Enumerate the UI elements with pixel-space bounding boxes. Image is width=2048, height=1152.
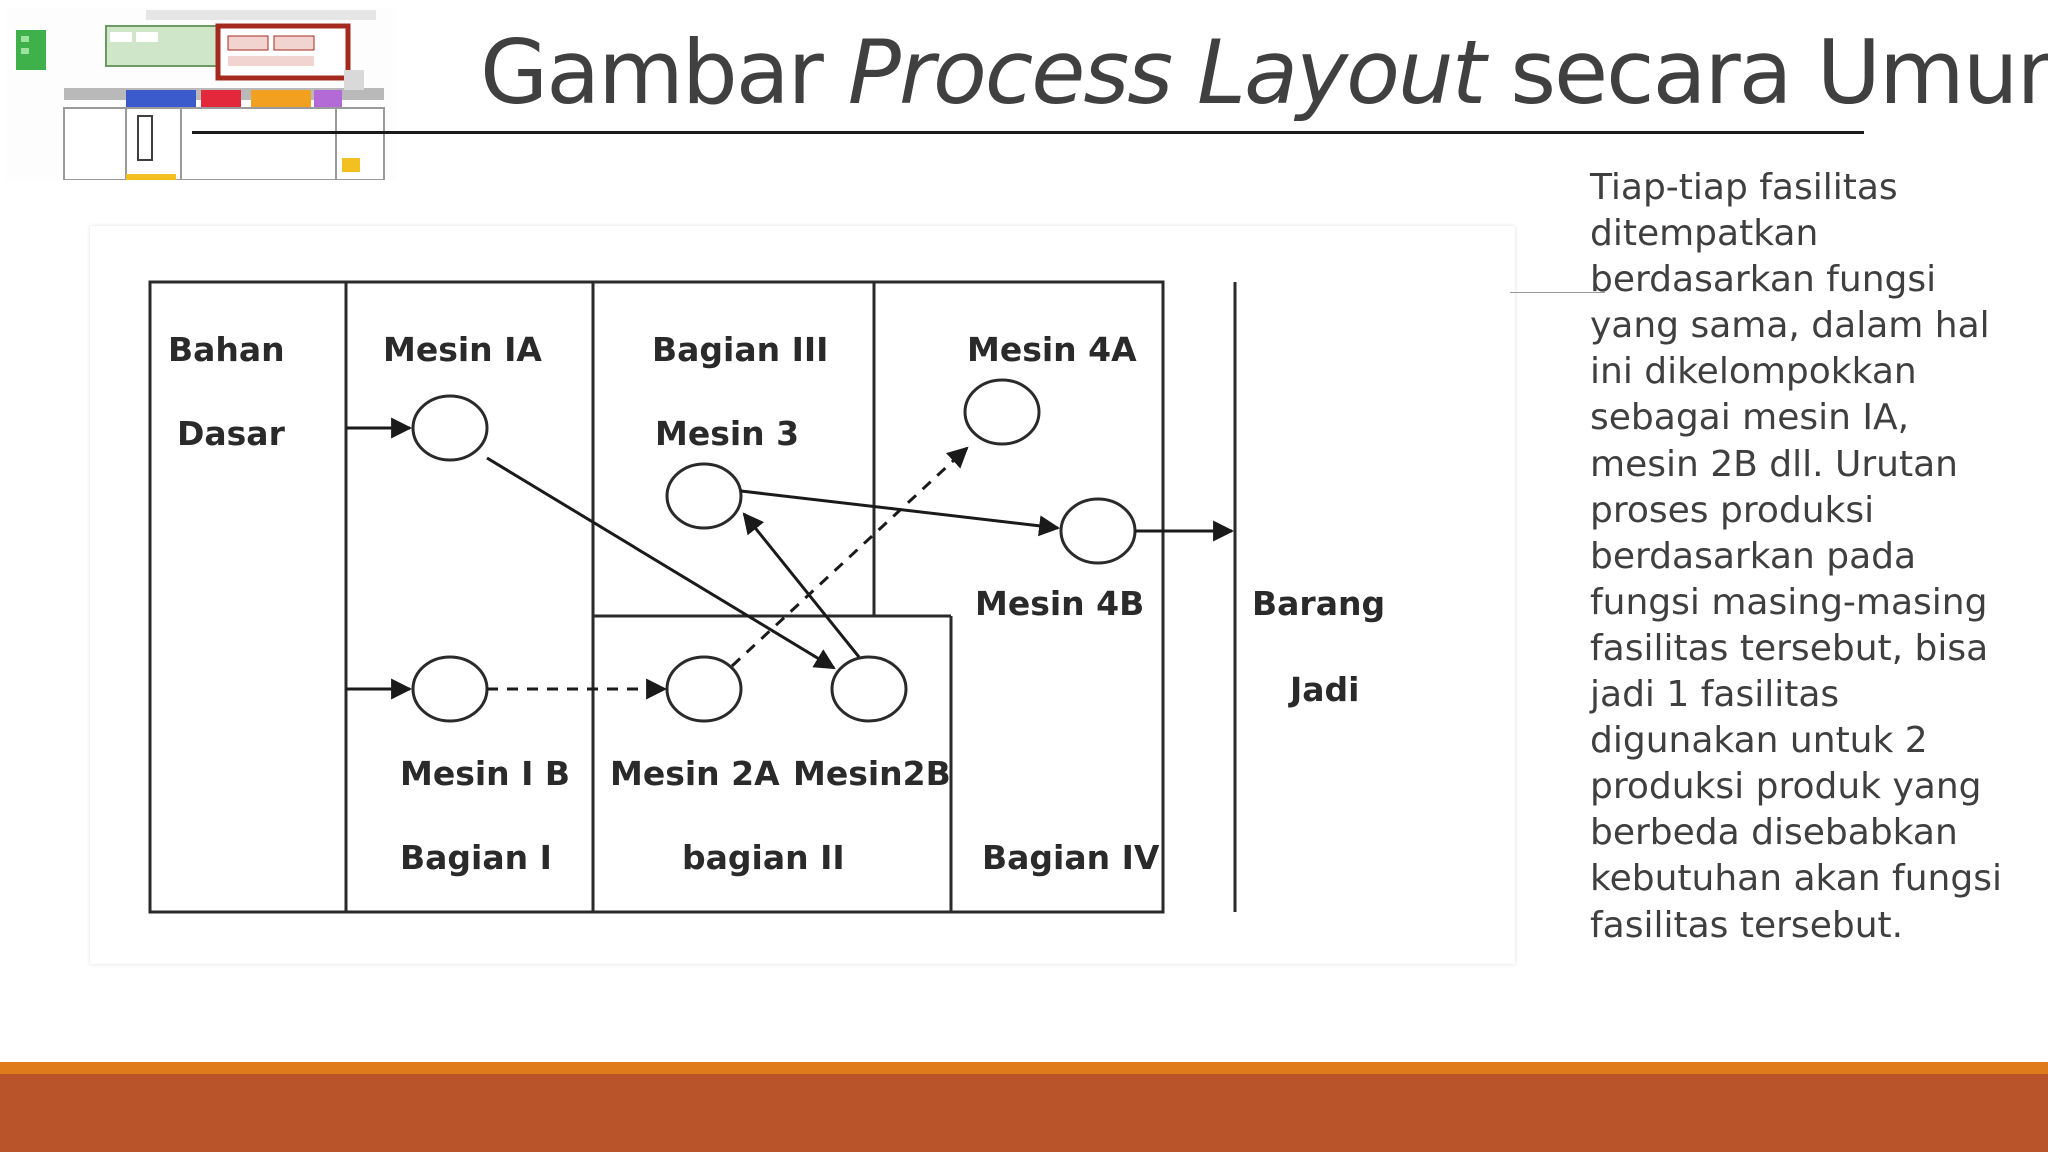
title-text-part2: secara Umum — [1484, 21, 2048, 124]
machine-ib — [411, 655, 489, 723]
title-text-italic: Process Layout — [847, 21, 1486, 124]
label-mesin-4a: Mesin 4A — [967, 330, 1137, 369]
machine-4b — [1059, 497, 1137, 565]
label-mesin-2b: Mesin2B — [793, 754, 951, 793]
callout-line — [1510, 292, 1605, 293]
machine-2b — [830, 655, 908, 723]
footer-bar — [0, 1074, 2048, 1152]
label-mesin-3: Mesin 3 — [655, 414, 799, 453]
label-barang: Barang — [1252, 584, 1385, 623]
label-bagian-iii: Bagian III — [652, 330, 828, 369]
description-text: Tiap-tiap fasilitas ditempatkan berdasar… — [1590, 167, 2002, 946]
footer-accent-bar — [0, 1062, 2048, 1074]
label-bahan: Bahan — [168, 330, 285, 369]
machine-2a — [665, 655, 743, 723]
title-underline — [192, 131, 1864, 134]
arrow-mesin-3-to-mesin-4b — [740, 489, 1061, 537]
label-bagian-ii: bagian II — [682, 838, 845, 877]
diagram-outer-frame — [148, 280, 1165, 914]
title-text-part1: Gambar — [480, 21, 848, 124]
process-layout-diagram: Bahan Dasar Mesin IA Bagian III Mesin 3 … — [90, 226, 1515, 964]
arrow-mesin-2b-to-mesin-3 — [742, 512, 861, 658]
label-mesin-2a: Mesin 2A — [610, 754, 780, 793]
label-mesin-4b: Mesin 4B — [975, 584, 1144, 623]
label-dasar: Dasar — [177, 414, 286, 453]
floor-plan-thumbnail — [6, 8, 396, 180]
label-jadi: Jadi — [1288, 670, 1359, 709]
machine-ia — [411, 394, 489, 462]
label-mesin-ib: Mesin I B — [400, 754, 570, 793]
arrow-mesin-ia-to-mesin-2b — [486, 456, 836, 670]
slide-title: Gambar Process Layout secara Umum — [480, 18, 2048, 128]
machine-4a — [963, 378, 1041, 446]
arrow-mesin-2a-to-mesin-4a — [730, 446, 969, 668]
label-bagian-i: Bagian I — [400, 838, 552, 877]
machine-3 — [665, 462, 743, 530]
label-bagian-iv: Bagian IV — [982, 838, 1160, 877]
label-mesin-ia: Mesin IA — [383, 330, 542, 369]
